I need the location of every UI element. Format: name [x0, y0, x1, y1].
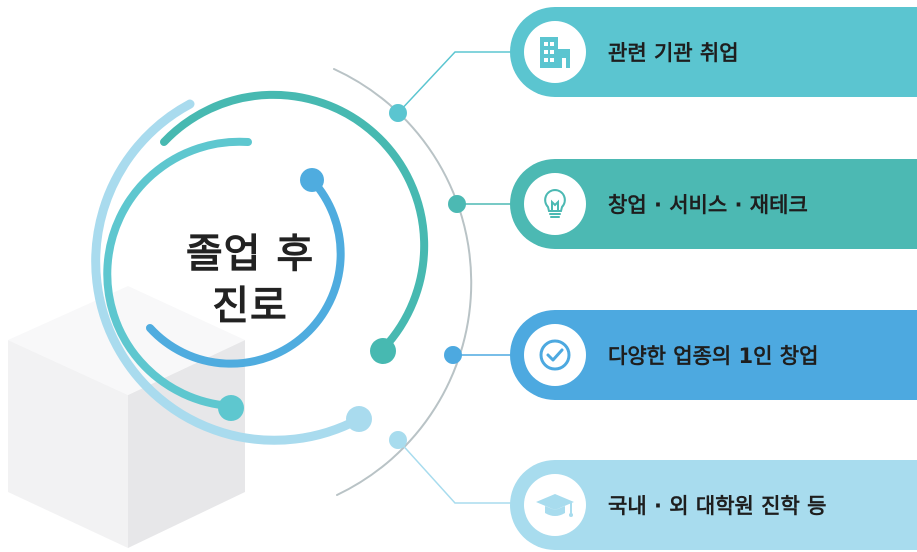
teal-arc-dot — [370, 338, 396, 364]
career-item-employment: 관련 기관 취업 — [510, 7, 917, 97]
icon-circle — [524, 474, 586, 536]
center-title-line1: 졸업 후 — [185, 231, 315, 277]
career-item-startup: 창업 · 서비스 · 재테크 — [510, 159, 917, 249]
node-dot-2 — [448, 195, 466, 213]
turquoise-arc-dot — [218, 395, 244, 421]
icon-circle — [524, 173, 586, 235]
career-item-label: 창업 · 서비스 · 재테크 — [608, 193, 808, 217]
career-item-label: 다양한 업종의 1인 창업 — [608, 344, 819, 368]
turquoise-arc — [103, 137, 252, 410]
career-item-label: 국내 · 외 대학원 진학 등 — [608, 494, 827, 518]
node-dot-1 — [389, 104, 407, 122]
icon-circle — [524, 21, 586, 83]
blue-arc — [146, 176, 345, 368]
node-dot-4 — [389, 431, 407, 449]
icon-circle — [524, 324, 586, 386]
center-title: 졸업 후 진로 — [130, 228, 370, 332]
graduation-cap-icon — [536, 494, 574, 517]
career-item-solo-startup: 다양한 업종의 1인 창업 — [510, 310, 917, 400]
light-blue-arc — [91, 99, 364, 445]
check-circle-icon — [539, 339, 571, 371]
center-title-line2: 진로 — [212, 283, 288, 329]
connector-4 — [397, 439, 530, 504]
light-blue-arc-dot — [346, 406, 372, 432]
teal-arc — [160, 90, 429, 353]
node-dot-3 — [444, 346, 462, 364]
building-icon — [540, 37, 570, 68]
lightbulb-icon — [544, 188, 566, 218]
blue-arc-dot — [300, 168, 324, 192]
connector-1 — [397, 51, 530, 114]
career-item-graduate-school: 국내 · 외 대학원 진학 등 — [510, 460, 917, 550]
career-item-label: 관련 기관 취업 — [608, 41, 739, 65]
